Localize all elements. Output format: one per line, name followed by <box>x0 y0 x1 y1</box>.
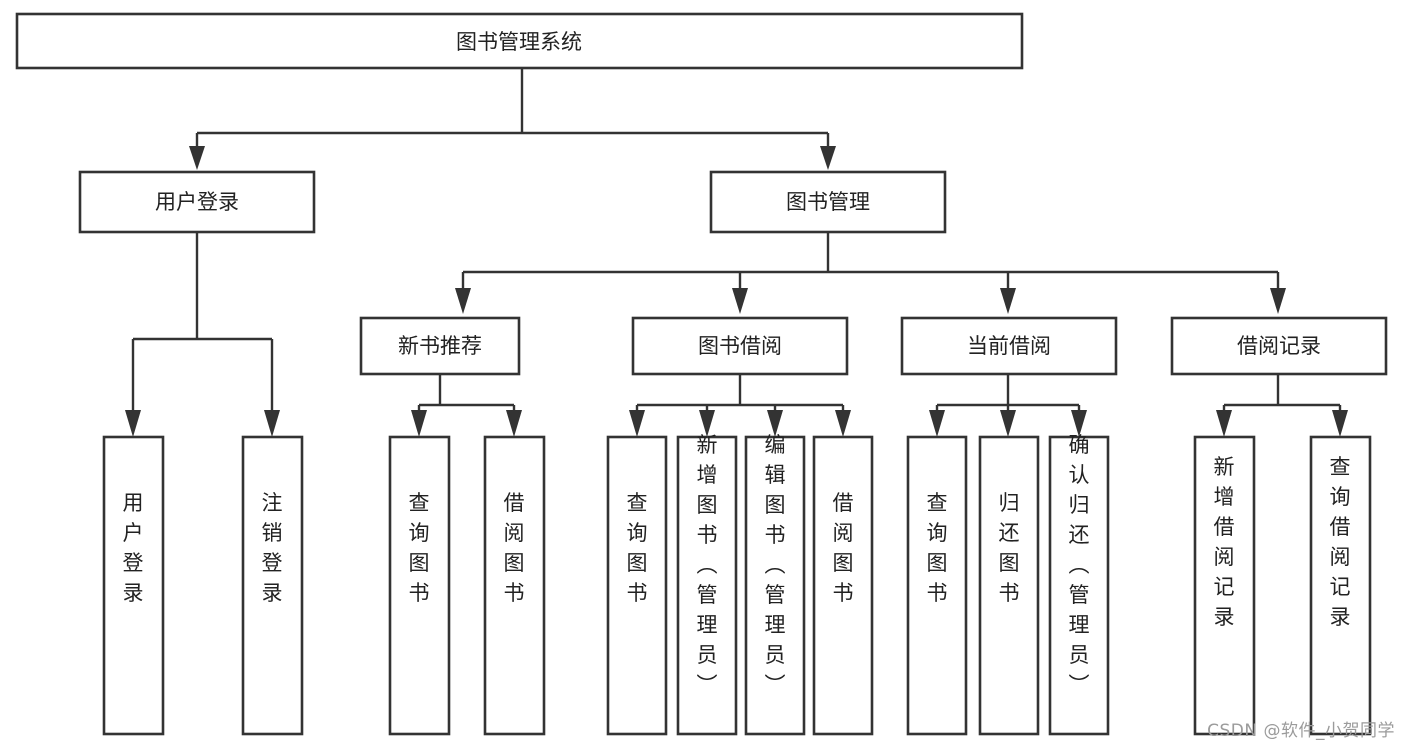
csdn-watermark: CSDN @软件_小贺同学 <box>1207 721 1395 741</box>
leaf-current-borrow-1[interactable]: 查询图书 <box>906 435 968 736</box>
leaf-user-login-2-label: 注销登录 <box>262 491 283 605</box>
node-current-borrow-box[interactable] <box>900 316 1118 376</box>
arrow-book-borrow-leaf-2 <box>699 410 715 437</box>
node-book-borrow-label: 图书借阅 <box>698 334 782 358</box>
leaf-borrow-record-1[interactable]: 新增借阅记录 <box>1193 435 1256 736</box>
node-root-label: 图书管理系统 <box>456 30 582 54</box>
node-borrow-record-box[interactable] <box>1170 316 1388 376</box>
arrow-user-login-leaf-1 <box>125 410 141 437</box>
leaf-current-borrow-3-label: 确认归还︵管理员︶ <box>1069 433 1090 697</box>
leaf-book-borrow-4[interactable]: 借阅图书 <box>812 435 874 736</box>
node-current-borrow[interactable]: 当前借阅 <box>900 316 1118 376</box>
leaf-new-book-1-box[interactable] <box>388 435 451 736</box>
arrow-user-login-leaf-2 <box>264 410 280 437</box>
node-new-book-recommend-box[interactable] <box>359 316 521 376</box>
node-user-login-label: 用户登录 <box>155 190 239 214</box>
node-book-borrow[interactable]: 图书借阅 <box>631 316 849 376</box>
node-current-borrow-label: 当前借阅 <box>967 334 1051 358</box>
connector-layer <box>125 68 1348 437</box>
leaf-book-borrow-1-box[interactable] <box>606 435 668 736</box>
leaf-book-borrow-1[interactable]: 查询图书 <box>606 435 668 736</box>
leaf-current-borrow-1-box[interactable] <box>906 435 968 736</box>
leaf-user-login-2[interactable]: 注销登录 <box>241 435 304 736</box>
node-root[interactable]: 图书管理系统 <box>15 12 1024 70</box>
leaf-user-login-1[interactable]: 用户登录 <box>102 435 165 736</box>
leaf-book-borrow-4-box[interactable] <box>812 435 874 736</box>
arrow-new-book-leaf-2 <box>506 410 522 437</box>
node-new-book-recommend[interactable]: 新书推荐 <box>359 316 521 376</box>
node-borrow-record-label: 借阅记录 <box>1237 334 1321 358</box>
arrow-current-borrow-leaf-1 <box>929 410 945 437</box>
leaf-new-book-1-label: 查询图书 <box>409 491 430 605</box>
arrow-book-manage-to-borrow <box>732 288 748 314</box>
node-user-login-box[interactable] <box>78 170 316 234</box>
leaf-book-borrow-3-box[interactable] <box>744 435 806 736</box>
leaf-book-borrow-2[interactable]: 新增图书︵管理员︶ <box>676 433 738 736</box>
leaf-borrow-record-2[interactable]: 查询借阅记录 <box>1309 435 1372 736</box>
arrow-book-manage-to-current <box>1000 288 1016 314</box>
leaf-borrow-record-2-box[interactable] <box>1309 435 1372 736</box>
arrow-book-manage-to-new-book <box>455 288 471 314</box>
leaf-current-borrow-1-label: 查询图书 <box>927 491 948 605</box>
leaf-current-borrow-2-label: 归还图书 <box>999 491 1020 605</box>
arrow-book-borrow-leaf-1 <box>629 410 645 437</box>
leaf-book-borrow-3[interactable]: 编辑图书︵管理员︶ <box>744 433 806 736</box>
node-root-box[interactable] <box>15 12 1024 70</box>
leaf-current-borrow-2-box[interactable] <box>978 435 1040 736</box>
leaf-user-login-1-label: 用户登录 <box>123 491 144 605</box>
leaf-book-borrow-2-box[interactable] <box>676 435 738 736</box>
arrow-borrow-record-leaf-2 <box>1332 410 1348 437</box>
leaf-current-borrow-2[interactable]: 归还图书 <box>978 435 1040 736</box>
leaf-new-book-2-label: 借阅图书 <box>504 491 525 605</box>
leaf-borrow-record-1-box[interactable] <box>1193 435 1256 736</box>
arrow-borrow-record-leaf-1 <box>1216 410 1232 437</box>
leaf-book-borrow-3-label: 编辑图书︵管理员︶ <box>765 433 786 697</box>
leaf-user-login-1-box[interactable] <box>102 435 165 736</box>
node-book-borrow-box[interactable] <box>631 316 849 376</box>
leaf-borrow-record-2-label: 查询借阅记录 <box>1330 455 1351 629</box>
arrow-root-to-book-manage <box>820 146 836 170</box>
leaf-new-book-2[interactable]: 借阅图书 <box>483 435 546 736</box>
arrow-book-borrow-leaf-4 <box>835 410 851 437</box>
leaf-borrow-record-1-label: 新增借阅记录 <box>1214 455 1235 629</box>
leaf-new-book-2-box[interactable] <box>483 435 546 736</box>
node-user-login[interactable]: 用户登录 <box>78 170 316 234</box>
leaf-book-borrow-1-label: 查询图书 <box>627 491 648 605</box>
leaf-current-borrow-3-box[interactable] <box>1048 435 1110 736</box>
arrow-current-borrow-leaf-2 <box>1000 410 1016 437</box>
leaf-new-book-1[interactable]: 查询图书 <box>388 435 451 736</box>
node-borrow-record[interactable]: 借阅记录 <box>1170 316 1388 376</box>
arrow-book-manage-to-record <box>1270 288 1286 314</box>
node-book-manage-box[interactable] <box>709 170 947 234</box>
leaf-book-borrow-2-label: 新增图书︵管理员︶ <box>697 433 718 697</box>
leaf-book-borrow-4-label: 借阅图书 <box>833 491 854 605</box>
arrow-root-to-user-login <box>189 146 205 170</box>
arrow-current-borrow-leaf-3 <box>1071 410 1087 437</box>
arrow-new-book-leaf-1 <box>411 410 427 437</box>
leaf-current-borrow-3[interactable]: 确认归还︵管理员︶ <box>1048 433 1110 736</box>
node-new-book-recommend-label: 新书推荐 <box>398 334 482 358</box>
node-book-manage[interactable]: 图书管理 <box>709 170 947 234</box>
arrow-book-borrow-leaf-3 <box>767 410 783 437</box>
node-book-manage-label: 图书管理 <box>786 190 870 214</box>
leaf-user-login-2-box[interactable] <box>241 435 304 736</box>
